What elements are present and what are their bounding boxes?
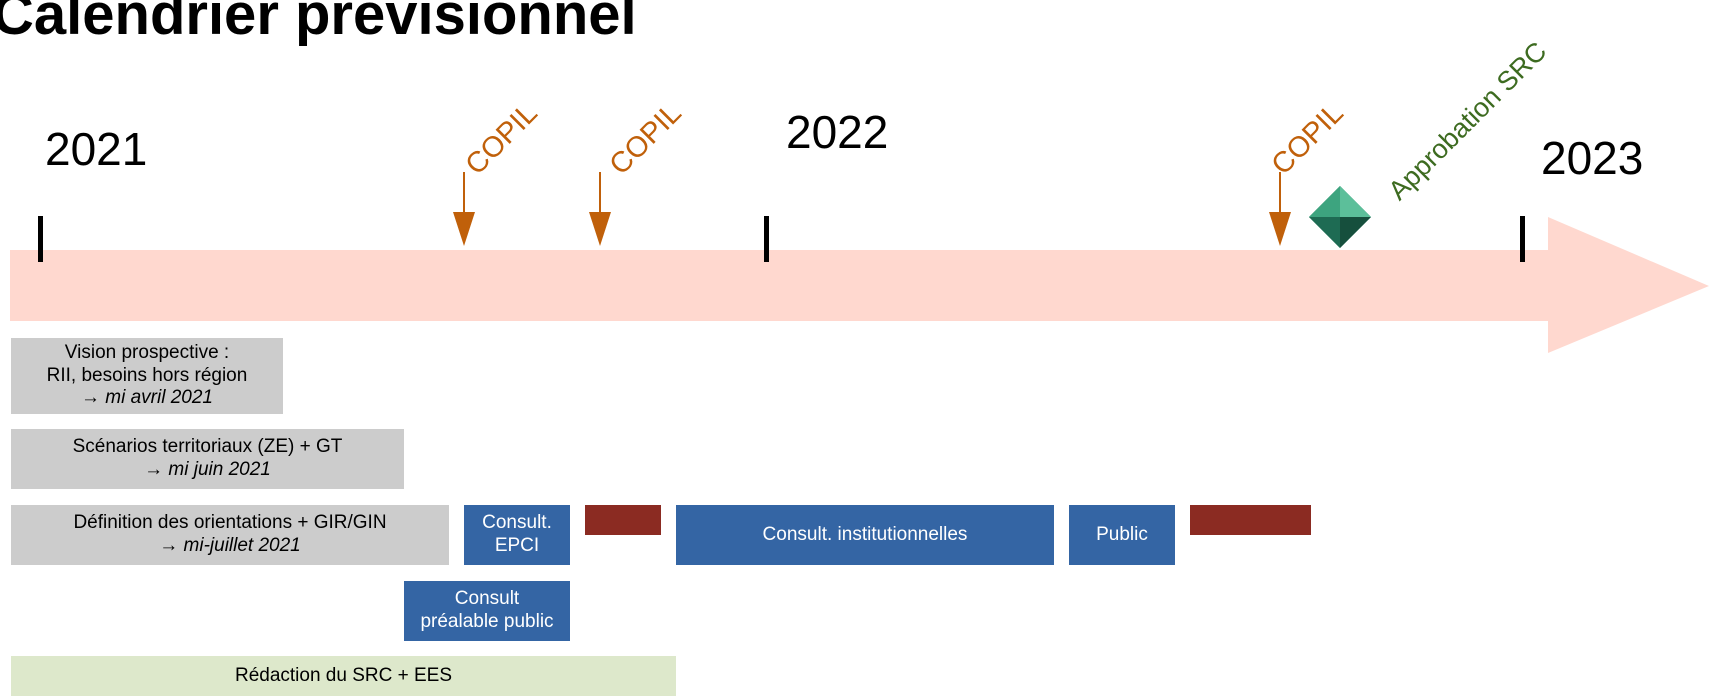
copil-arrow-3 xyxy=(1269,172,1291,246)
task-public-label: Public xyxy=(1096,523,1148,545)
task-scenarios-line1: Scénarios territoriaux (ZE) + GT xyxy=(72,436,343,458)
task-red-bar-1 xyxy=(585,505,661,535)
year-tick-2023 xyxy=(1520,216,1525,262)
task-consult-prealable-public: Consult préalable public xyxy=(404,581,570,641)
copil-arrow-1 xyxy=(453,172,475,246)
task-public: Public xyxy=(1069,505,1175,565)
year-tick-2022 xyxy=(764,216,769,262)
task-consult-epci-line2: EPCI xyxy=(494,535,540,556)
task-scenarios-deadline: → mi juin 2021 xyxy=(144,459,271,480)
task-vision-line2: RII, besoins hors région xyxy=(46,364,248,386)
page-title: Calendrier prévisionnel xyxy=(0,0,637,47)
task-consult-prealable-line2: préalable public xyxy=(420,611,554,632)
task-definition-line1: Définition des orientations + GIR/GIN xyxy=(73,512,387,534)
year-label-2022: 2022 xyxy=(786,106,889,158)
timeline-arrow xyxy=(10,217,1709,353)
approbation-diamond-icon xyxy=(1309,186,1371,248)
task-definition-orientations: Définition des orientations + GIR/GIN → … xyxy=(11,505,449,565)
year-label-2023: 2023 xyxy=(1541,132,1644,184)
task-red-bar-2 xyxy=(1190,505,1311,535)
task-consult-inst-label: Consult. institutionnelles xyxy=(762,523,968,545)
year-label-2021: 2021 xyxy=(45,123,148,175)
task-vision-deadline: → mi avril 2021 xyxy=(81,387,213,409)
task-definition-deadline: → mi-juillet 2021 xyxy=(159,535,301,556)
task-redaction-label: Rédaction du SRC + EES xyxy=(234,664,453,686)
task-consult-epci-line1: Consult. xyxy=(482,512,552,534)
task-consult-prealable-line1: Consult xyxy=(454,588,520,610)
year-tick-2021 xyxy=(38,216,43,262)
task-redaction-src: Rédaction du SRC + EES xyxy=(11,656,676,696)
task-consult-epci: Consult. EPCI xyxy=(464,505,570,565)
task-vision-line1: Vision prospective : xyxy=(64,341,230,363)
task-scenarios-territoriaux: Scénarios territoriaux (ZE) + GT → mi ju… xyxy=(11,429,404,489)
copil-arrow-2 xyxy=(589,172,611,246)
task-consult-institutionnelles: Consult. institutionnelles xyxy=(676,505,1054,565)
task-vision-prospective: Vision prospective : RII, besoins hors r… xyxy=(11,338,283,414)
